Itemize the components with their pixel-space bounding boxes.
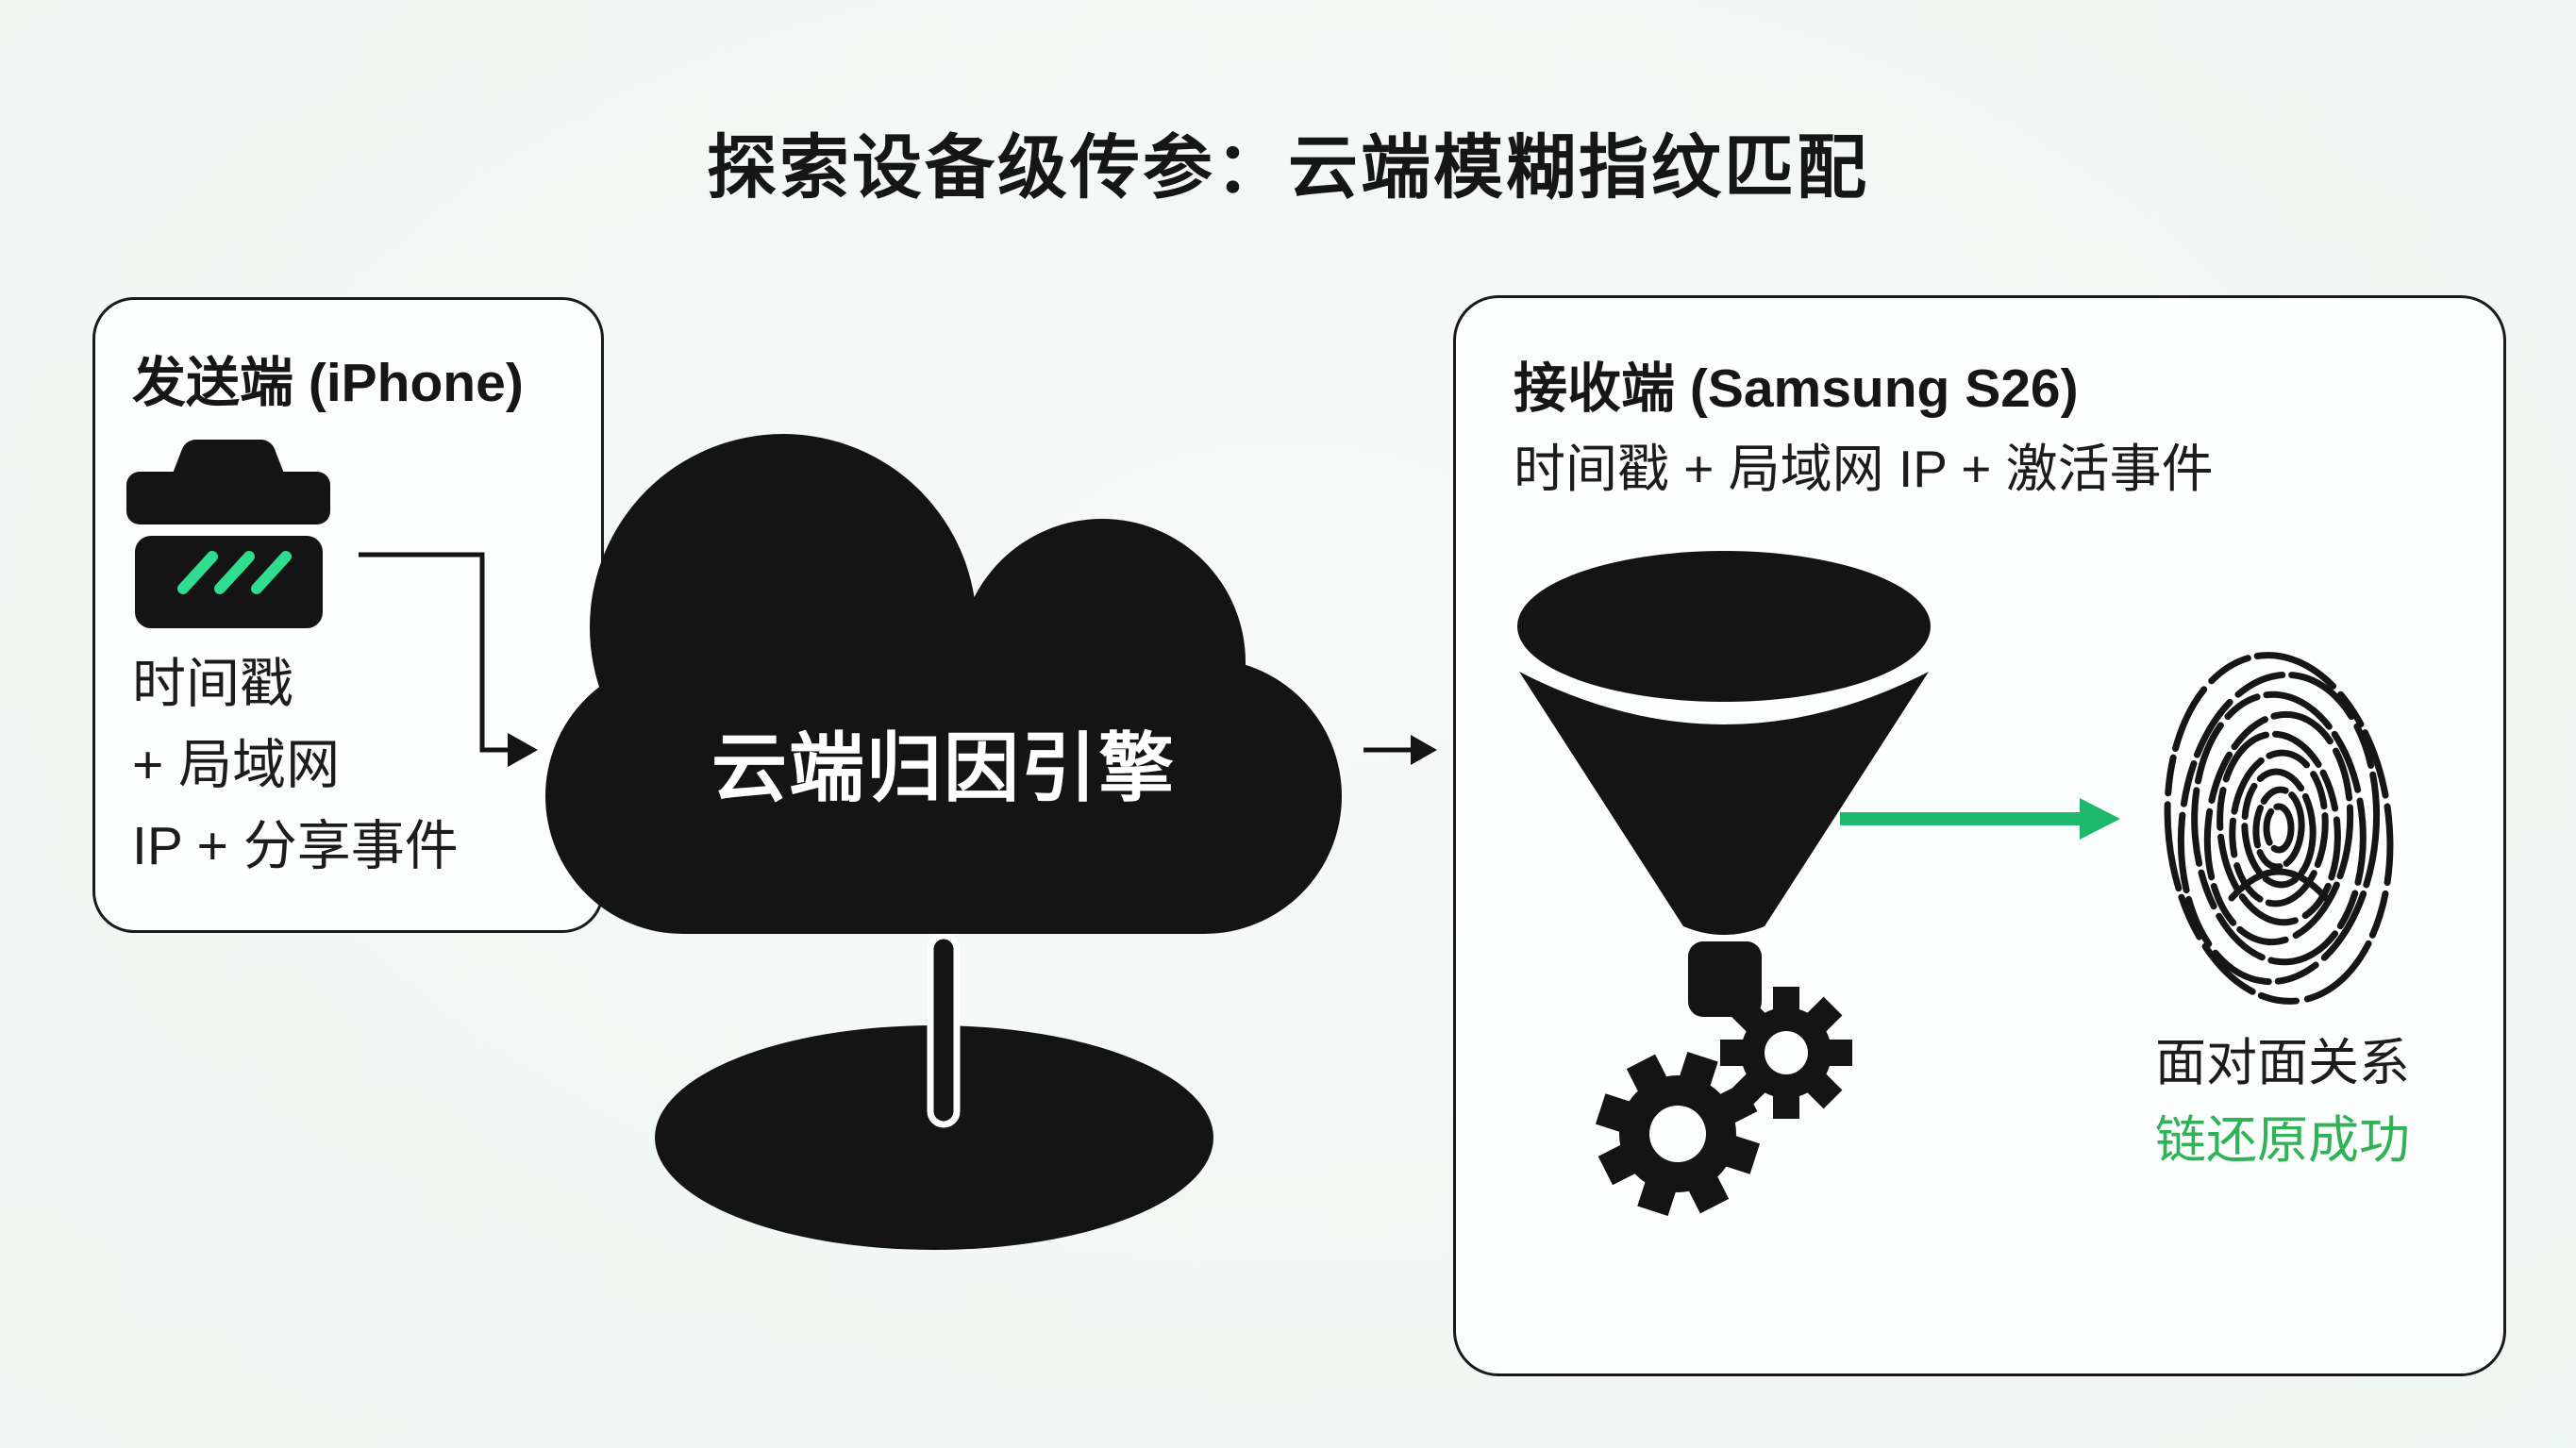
cloud-stem — [927, 932, 961, 1128]
cloud-icon — [545, 434, 1342, 934]
ground-shadow-ellipse — [655, 1025, 1213, 1250]
sender-panel-title: 发送端 (iPhone) — [132, 353, 524, 413]
cloud-to-receiver-arrow — [1363, 735, 1437, 765]
sender-data-lines: 时间戳 + 局域网 IP + 分享事件 — [132, 643, 459, 887]
receiver-data-line: 时间戳 + 局域网 IP + 激活事件 — [1514, 440, 2214, 498]
sender-data-line: + 局域网 — [132, 735, 341, 795]
sender-data-line: 时间戳 — [132, 654, 293, 714]
cloud-engine-label: 云端归因引擎 — [711, 726, 1176, 810]
sender-data-line: IP + 分享事件 — [132, 816, 459, 876]
result-line-2: 链还原成功 — [2155, 1112, 2410, 1169]
receiver-panel-title: 接收端 (Samsung S26) — [1514, 358, 2079, 419]
page-title: 探索设备级传参：云端模糊指纹匹配 — [707, 128, 1869, 207]
result-line-1: 面对面关系 — [2155, 1035, 2410, 1091]
